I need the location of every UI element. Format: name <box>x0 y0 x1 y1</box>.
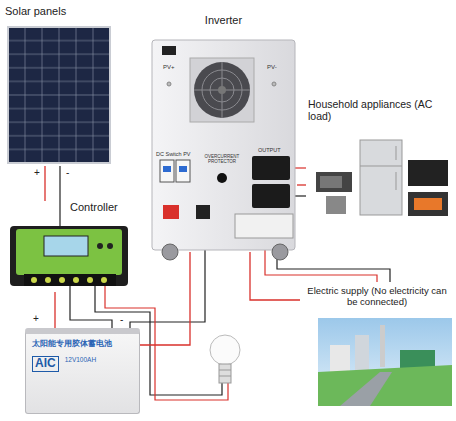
wheel <box>272 244 288 260</box>
button <box>97 243 103 249</box>
solar-node: Solar panels <box>5 5 112 166</box>
breaker <box>160 160 174 182</box>
terminal-screw <box>101 277 107 283</box>
terminal-screw <box>73 277 79 283</box>
fireplace-flame <box>414 198 442 210</box>
solar-panel-cells <box>8 27 110 163</box>
controller-node: Controller <box>8 201 130 292</box>
terminal-screw <box>87 277 93 283</box>
terminal-screw <box>59 277 65 283</box>
inverter-node: Inverter <box>150 12 297 252</box>
fireplace <box>408 192 448 216</box>
microwave <box>316 172 352 192</box>
controller-face <box>16 229 122 275</box>
lcd-screen <box>44 236 88 256</box>
wire-connector <box>250 252 300 300</box>
small-appliance <box>326 196 346 214</box>
breaker-handle <box>179 166 187 172</box>
grid-wire <box>265 238 377 282</box>
fan <box>194 62 250 118</box>
bulb-base <box>219 364 231 383</box>
node-heading: Solar panels <box>5 5 112 18</box>
fridge-door <box>360 146 402 190</box>
battery-type: 太阳能专用胶体蓄电池 <box>32 339 132 348</box>
ground <box>318 365 452 406</box>
protector-knob <box>217 173 227 183</box>
solar-panel <box>8 27 110 163</box>
positive-terminal <box>163 205 179 219</box>
terminal-screw <box>31 277 37 283</box>
node-heading: Household appliances (AC load) <box>308 98 452 122</box>
junction-box <box>235 214 293 238</box>
battery-negative-wire <box>70 286 112 328</box>
battery-node: 太阳能专用胶体蓄电池 AIC 12V100AH <box>25 328 140 414</box>
controller-device <box>10 226 128 286</box>
building <box>355 335 369 375</box>
bulb-glass <box>210 335 240 365</box>
brand-logo: AIC <box>32 356 59 372</box>
light-bulb <box>210 335 240 383</box>
bulb-thread <box>219 370 231 376</box>
node-heading: Inverter <box>150 14 297 27</box>
power-plant <box>318 318 452 406</box>
fridge <box>360 140 402 215</box>
wire-connector <box>140 252 190 345</box>
breaker-handle <box>163 166 171 172</box>
controller-body <box>10 226 128 286</box>
chimney <box>380 325 385 367</box>
node-heading: Electric supply (No electricity can be c… <box>302 286 452 308</box>
battery-rating: 12V100AH <box>65 356 96 363</box>
fan-grill <box>194 62 250 118</box>
appliance-node: Household appliances (AC load) <box>306 96 454 216</box>
socket <box>252 184 290 208</box>
pv-screw <box>272 82 276 86</box>
fan-hub <box>218 86 226 94</box>
wire-connector <box>54 292 55 328</box>
panel-label: OVERCURRENT PROTECTOR <box>204 155 240 165</box>
inverter-cabinet <box>152 40 295 260</box>
breaker <box>176 160 190 182</box>
microwave-window <box>320 176 342 188</box>
cabinet-body <box>152 40 295 250</box>
pv-screw <box>167 82 171 86</box>
appliances <box>316 140 448 216</box>
supply-node: Electric supply (No electricity can be c… <box>300 284 454 408</box>
terminal-screw <box>45 277 51 283</box>
wire-connector <box>297 184 306 185</box>
power-switch <box>162 46 176 55</box>
solar-negative-wire <box>59 166 60 228</box>
inverter-negative-wire <box>130 250 205 328</box>
solar-panel-frame <box>8 27 110 163</box>
wire-connector <box>44 166 45 201</box>
road <box>340 372 392 406</box>
sky <box>318 318 452 406</box>
wheel <box>162 244 178 260</box>
tv <box>408 160 448 186</box>
fan-box <box>190 58 254 122</box>
negative-terminal <box>196 205 210 219</box>
node-heading: Controller <box>70 201 130 214</box>
terminal-strip <box>24 274 116 286</box>
socket <box>252 156 290 180</box>
button <box>107 243 113 249</box>
